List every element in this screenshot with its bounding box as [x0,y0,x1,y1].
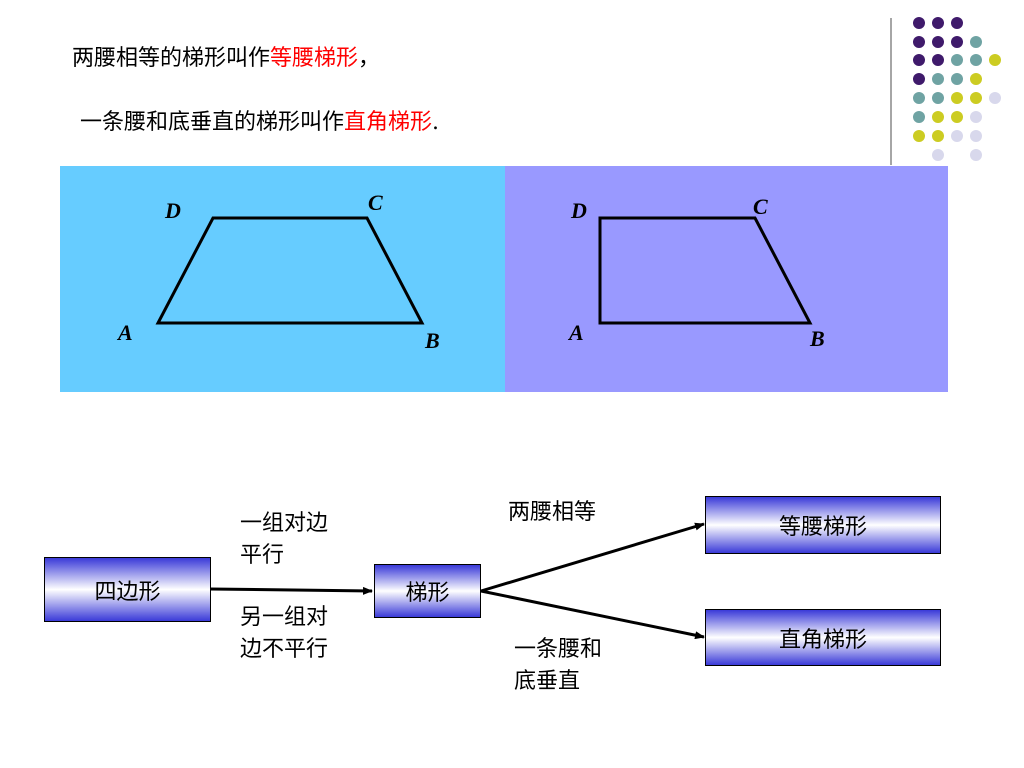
highlight-term: 直角梯形 [344,110,433,135]
edge-label-line: 底垂直 [514,669,581,694]
punctuation: ， [358,46,381,71]
definition-right: 一条腰和底垂直的梯形叫作直角梯形. [80,104,439,136]
vertex-label-a: A [569,320,584,345]
box-label: 四边形 [94,579,161,605]
arrow-to-isosceles [480,522,705,593]
box-isosceles-trapezoid: 等腰梯形 [705,496,941,554]
box-label: 梯形 [405,581,450,606]
definition-text: 两腰相等的梯形叫作 [72,46,271,71]
edge-label-parallel: 一组对边 平行 [240,508,328,572]
edge-label-equal-legs: 两腰相等 [508,500,597,525]
isosceles-trapezoid-panel: D C A B [60,166,505,392]
vertex-label-b: B [810,326,825,351]
box-label: 直角梯形 [778,627,867,653]
arrow-to-right [480,589,705,640]
edge-label-line: 平行 [240,543,285,568]
vertex-label-a: A [118,320,133,345]
definition-isosceles: 两腰相等的梯形叫作等腰梯形， [72,40,380,72]
edge-label-perpendicular: 一条腰和 底垂直 [514,634,602,698]
punctuation: . [432,110,440,135]
trapezoid-shape [598,216,813,325]
edge-label-not-parallel: 另一组对 边不平行 [240,602,328,666]
edge-label-line: 一条腰和 [514,637,603,662]
decorative-dots [890,17,1001,165]
right-trapezoid-panel: D C A B [505,166,948,392]
vertex-label-d: D [571,198,587,223]
box-label: 等腰梯形 [778,515,867,540]
definition-text: 一条腰和底垂直的梯形叫作 [80,110,345,135]
dot-grid [913,17,1001,161]
vertex-label-b: B [425,328,440,353]
edge-label-line: 另一组对 [240,605,329,630]
edge-label-line: 边不平行 [240,637,329,662]
box-right-trapezoid: 直角梯形 [705,609,941,666]
vertex-label-d: D [165,198,181,223]
highlight-term: 等腰梯形 [270,46,359,71]
vertex-label-c: C [753,194,768,219]
vertex-label-c: C [368,190,383,215]
edge-label-line: 一组对边 [240,511,329,536]
box-quadrilateral: 四边形 [44,557,211,622]
right-trapezoid-figure [598,216,813,325]
box-trapezoid: 梯形 [374,564,481,618]
arrow-quadrilateral-to-trapezoid [209,586,373,595]
trapezoid-shape [155,216,425,325]
isosceles-trapezoid-figure [155,216,425,325]
